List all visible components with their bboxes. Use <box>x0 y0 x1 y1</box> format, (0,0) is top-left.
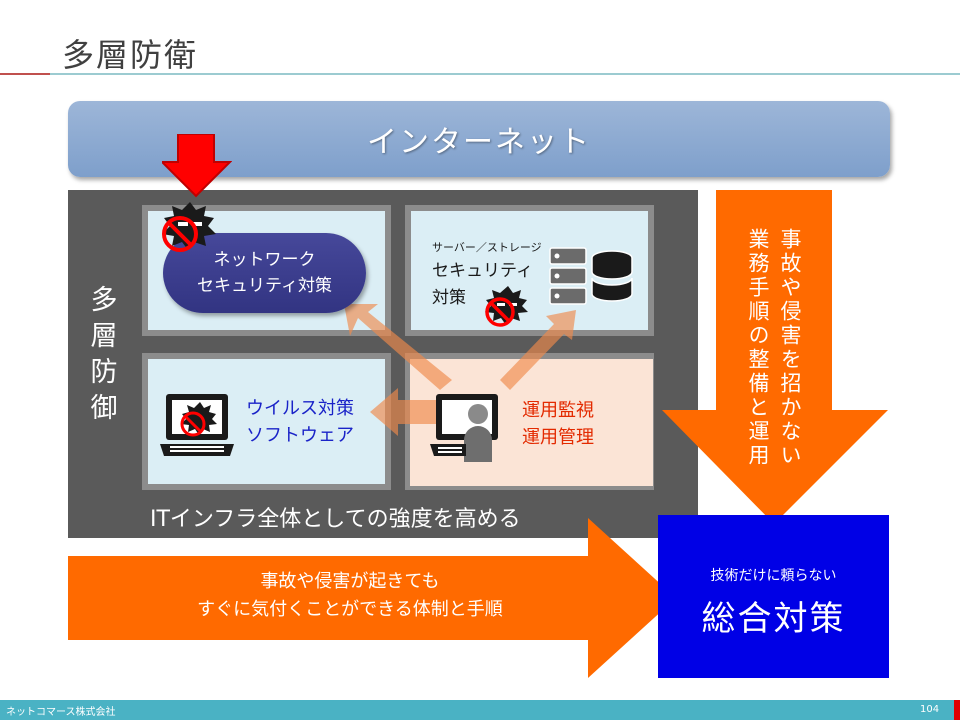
internet-label: インターネット <box>367 125 591 160</box>
right-arrow-text: 事故や侵害が起きても すぐに気付くことができる体制と手順 <box>70 568 630 624</box>
ops-arrows <box>344 304 576 436</box>
virus-label-line2: ソフトウェア <box>246 425 354 446</box>
right-arrow-text-line1: 事故や侵害が起きても <box>260 571 440 592</box>
slide-title: 多層防衛 <box>62 36 199 74</box>
process-down-arrow <box>662 190 888 524</box>
ops-label-line1: 運用監視 <box>522 400 594 421</box>
network-security-oval: ネットワーク セキュリティ対策 <box>163 233 366 313</box>
down-arrow-text-col2: 業務手順の整備と運用 <box>746 228 770 468</box>
footer-accent <box>954 700 960 720</box>
footer-company: ネットコマース株式会社 <box>6 707 116 718</box>
comprehensive-measures-box: 技術だけに頼らない 総合対策 <box>658 515 889 678</box>
footer-bar <box>0 700 960 720</box>
right-arrow-text-line2: すぐに気付くことができる体制と手順 <box>197 599 503 620</box>
arrow-to-network <box>344 304 452 390</box>
panel-side-label: 多層防御 <box>90 285 118 424</box>
down-arrow-text-col1: 事故や侵害を招かない <box>778 228 802 468</box>
server-storage-icon <box>549 247 633 305</box>
network-label-line2: セキュリティ対策 <box>197 276 332 296</box>
result-title: 総合対策 <box>701 599 846 639</box>
detection-right-arrow <box>68 518 676 678</box>
server-label-line2: 対策 <box>432 288 466 308</box>
virus-label-line1: ウイルス対策 <box>246 398 354 419</box>
arrow-to-virus <box>370 388 438 436</box>
blocked-hacker-icon-virus <box>180 402 217 437</box>
blocked-hacker-icon-server <box>485 286 528 327</box>
server-label-line1: セキュリティ <box>432 261 533 281</box>
server-label-small: サーバー／ストレージ <box>432 241 542 254</box>
network-label-line1: ネットワーク <box>213 250 316 270</box>
title-rule-accent <box>0 73 50 75</box>
footer-page-number: 104 <box>920 704 940 715</box>
ops-label-line2: 運用管理 <box>522 427 594 448</box>
title-rule <box>50 73 960 75</box>
panel-bottom-label: ITインフラ全体としての強度を高める <box>150 507 521 532</box>
result-subtitle: 技術だけに頼らない <box>710 568 837 584</box>
arrow-to-server <box>500 310 576 390</box>
attack-arrow-icon <box>162 134 232 198</box>
blocked-hacker-icon <box>162 202 216 252</box>
operator-laptop-icon <box>430 394 498 462</box>
down-arrow-text: 事故や侵害を招かない 業務手順の整備と運用 <box>742 228 806 468</box>
